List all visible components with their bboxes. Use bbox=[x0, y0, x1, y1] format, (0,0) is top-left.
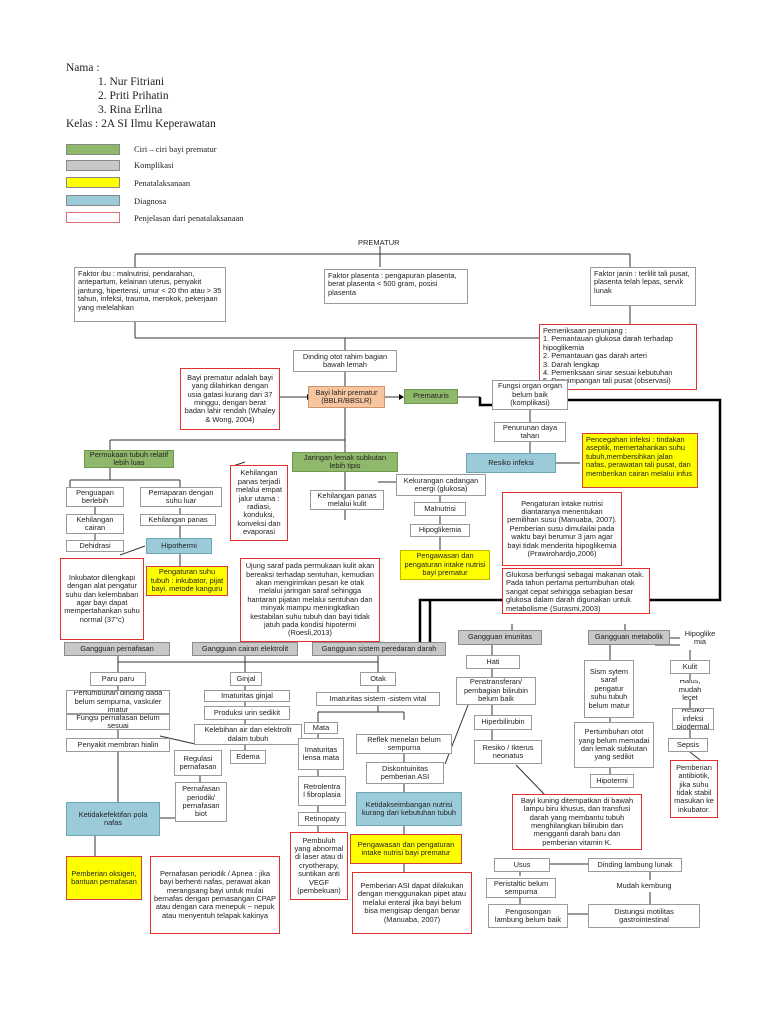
pencegahan-node: Pencegahan infeksi : tindakan aseptik, m… bbox=[582, 433, 698, 488]
member-3: 3. Rina Erlina bbox=[98, 104, 163, 116]
gangguan-pernafasan-node: Gangguan pernafasan bbox=[64, 642, 170, 656]
pembuluh-node: Pembuluh yang abnormal di laser atau di … bbox=[290, 832, 348, 900]
imaturitas-lensa-node: Imaturitas lensa mata bbox=[298, 738, 344, 770]
faktor-plasenta-node: Faktor plasenta : pengapuran plasenta, b… bbox=[324, 269, 468, 304]
kekurangan-cadangan-node: Kekurangan cadangan energi (glukosa) bbox=[396, 474, 486, 496]
gangguan-metabolik-node: Gangguan metabolik bbox=[588, 630, 670, 645]
sepsis-node: Sepsis bbox=[668, 738, 708, 752]
ketidakseimbangan-node: Ketidakseimbangan nutrisi kurang dari ke… bbox=[356, 792, 462, 826]
jaringan-lemak-node: Jaringan lemak subkutan lebih tipis bbox=[292, 452, 398, 472]
resiko-infeksi-node: Resiko infeksi bbox=[466, 453, 556, 473]
pemberian-asi-node: Pemberian ASI dapat dilakukan dengan men… bbox=[352, 872, 472, 934]
pemberian-antibiotik-node: Pemberian antibiotik, jika suhu tidak st… bbox=[670, 760, 718, 818]
hipotermi-node: Hipothermi bbox=[146, 538, 212, 554]
pengaturan-suhu-node: Pengaturan suhu tubuh : inkubator, pijat… bbox=[146, 566, 228, 596]
pertumbuhan-otot-node: Pertumbuhan otot yang belum memadai dan … bbox=[574, 722, 654, 768]
faktor-ibu-node: Faktor ibu : malnutrisi, pendarahan, ant… bbox=[74, 267, 226, 322]
apnea-node: Pernafasan periodik / Apnea : jika bayi … bbox=[150, 856, 280, 934]
prematuris-node: Prematuris bbox=[404, 389, 458, 404]
diskontuinitas-node: Diskontuinitas pemberian ASI bbox=[366, 762, 444, 784]
kelas-label: Kelas : 2A SI Ilmu Keperawatan bbox=[66, 118, 216, 130]
gangguan-peredaran-node: Gangguan sistem peredaran darah bbox=[312, 642, 446, 656]
hati-node: Hati bbox=[466, 655, 520, 669]
distungsi-node: Distungsi motilitas gastrointestinal bbox=[588, 904, 700, 928]
resiko-infeksi-dermal-node: Resiko infeksi piodermal bbox=[672, 708, 714, 730]
resiko-ikterus-node: Resiko / Ikterus neonatus bbox=[474, 740, 542, 764]
hipotermi2-node: Hipotermi bbox=[590, 774, 634, 788]
legend-label-komplikasi: Komplikasi bbox=[134, 160, 174, 170]
peristaltic-node: Peristaltic belum sempurna bbox=[486, 878, 556, 898]
hipoglikemia2-node: Hipoglike mia bbox=[680, 626, 720, 650]
pengawasan-nutrisi-node: Pengawasan dan pengaturan intake nutrisi… bbox=[400, 550, 490, 580]
legend-swatch-diagnosa bbox=[66, 195, 120, 206]
faktor-janin-node: Faktor janin : terlilit tali pusat, plas… bbox=[590, 267, 696, 306]
kehilangan-cairan-node: Kehilangan cairan bbox=[66, 514, 124, 534]
edema-node: Edema bbox=[230, 750, 266, 764]
penstransferan-node: Penstransferan/ pembagian bilirubin belu… bbox=[456, 677, 536, 705]
paru-node: Paru paru bbox=[90, 672, 146, 686]
kelebihan-air-node: Kelebihan air dan elektrolit dalam tubuh bbox=[194, 724, 302, 745]
dehidrasi-node: Dehidrasi bbox=[66, 540, 124, 552]
refleks-node: Reflek menelan belum sempurna bbox=[356, 734, 452, 754]
pengaturan-intake-node: Pengaturan intake nutrisi diantaranya me… bbox=[502, 492, 622, 566]
dinding-lambung-node: Dinding lambung lunak bbox=[588, 858, 682, 872]
mudah-kembung-node: Mudah kembung bbox=[604, 880, 684, 892]
pemeriksaan-node: Pemeriksaan penunjang : 1. Pemantauan gl… bbox=[539, 324, 697, 390]
hiperbilirubin-node: Hiperbilirubin bbox=[474, 715, 532, 730]
sistem-saraf-node: Sism sytem saraf pengatur suhu tubuh bel… bbox=[584, 660, 634, 718]
regulasi-node: Regulasi pernafasan bbox=[174, 750, 222, 776]
pertumbuhan-dinding-node: Pertumbuhan dinding dada belum sempurna,… bbox=[66, 690, 170, 714]
membran-hialin-node: Penyakit membran hialin bbox=[66, 738, 170, 752]
kehilangan-panas-jalur-node: Kehilangan panas terjadi melalui empat j… bbox=[230, 465, 288, 541]
dinding-otot-node: Dinding otot rahim bagian bawah lemah bbox=[293, 350, 397, 372]
kehilangan-panas-kulit-node: Kehilangan panas melalui kulit bbox=[310, 490, 384, 510]
legend-label-penjelasan: Penjelasan dari penatalaksanaan bbox=[134, 213, 244, 223]
halus-node: Halus, mudah lecet bbox=[672, 680, 708, 700]
fungsi-pernafasan-node: Fungsi pernafasan belum sesuai bbox=[66, 714, 170, 730]
pemberian-oksigen-node: Pemberian oksigen, bantuan pernafasan bbox=[66, 856, 142, 900]
legend-swatch-penjelasan bbox=[66, 212, 120, 223]
member-1: 1. Nur Fitriani bbox=[98, 76, 165, 88]
ginjal-node: Ginjal bbox=[230, 672, 262, 686]
nama-label: Nama : bbox=[66, 62, 100, 74]
retrolentra-node: Retrolentra l fibroplasia bbox=[298, 776, 346, 806]
otak-node: Otak bbox=[360, 672, 396, 686]
legend-label-diagnosa: Diagnosa bbox=[134, 196, 167, 206]
mata-node: Mata bbox=[304, 722, 338, 734]
penguapan-node: Penguapan berlebih bbox=[66, 487, 124, 507]
legend-swatch-komplikasi bbox=[66, 160, 120, 171]
glukosa-node: Glukosa berfungsi sebagai makanan otak. … bbox=[502, 568, 650, 614]
gangguan-imunitas-node: Gangguan imunitas bbox=[458, 630, 542, 645]
usus-node: Usus bbox=[494, 858, 550, 872]
imaturitas-vital-node: Imaturitas sistem -sistem vital bbox=[316, 692, 440, 706]
malnutrisi-node: Malnutrisi bbox=[414, 502, 466, 516]
pengawasan-nutrisi2-node: Pengawasan dan pengaturan intake nutrisi… bbox=[350, 834, 462, 864]
inkubator-node: Inkubator dilengkapi dengan alat pengatu… bbox=[60, 558, 144, 640]
penurunan-daya-node: Penurunan daya tahan bbox=[494, 422, 566, 442]
legend-swatch-ciri bbox=[66, 144, 120, 155]
pengosongan-node: Pengosongan lambung belum baik bbox=[488, 904, 568, 928]
legend-label-penatalaksanaan: Penatalaksanaan bbox=[134, 178, 191, 188]
pemaparan-node: Pemaparan dengan suhu luar bbox=[140, 487, 222, 507]
ketidakefektifan-node: Ketidakefektifan pola nafas bbox=[66, 802, 160, 836]
imaturitas-ginjal-node: Imaturitas ginjal bbox=[204, 690, 290, 702]
kulit-node: Kulit bbox=[670, 660, 710, 674]
ujung-saraf-node: Ujung saraf pada permukaan kulit akan be… bbox=[240, 558, 380, 642]
pernafasan-periodik-node: Pernafasan periodik/ pernafasan biot bbox=[175, 782, 227, 822]
bayi-lahir-node: Bayi lahir prematur (BBLR/BBSLR) bbox=[308, 386, 385, 408]
produksi-urin-node: Produksi urin sedikit bbox=[204, 706, 290, 720]
bayi-kuning-node: Bayi kuning ditempatkan di bawah lampu b… bbox=[512, 794, 642, 850]
member-2: 2. Priti Prihatin bbox=[98, 90, 169, 102]
bayi-def-node: Bayi prematur adalah bayi yang dilahirka… bbox=[180, 368, 280, 430]
permukaan-tubuh-node: Permukaan tubuh relatif lebih luas bbox=[84, 450, 174, 468]
kehilangan-panas-node: Kehilangan panas bbox=[140, 514, 216, 526]
legend-swatch-penatalaksanaan bbox=[66, 177, 120, 188]
retinopaty-node: Retinopaty bbox=[298, 812, 346, 826]
legend-label-ciri: Ciri – ciri bayi prematur bbox=[134, 144, 217, 154]
fungsi-organ-node: Fungsi organ organ belum baik (komplikas… bbox=[492, 380, 568, 410]
prematur-title: PREMATUR bbox=[358, 238, 400, 247]
hipoglikemia-node: Hipoglikemia bbox=[410, 524, 470, 537]
gangguan-cairan-node: Gangguan cairan elektrolit bbox=[192, 642, 298, 656]
